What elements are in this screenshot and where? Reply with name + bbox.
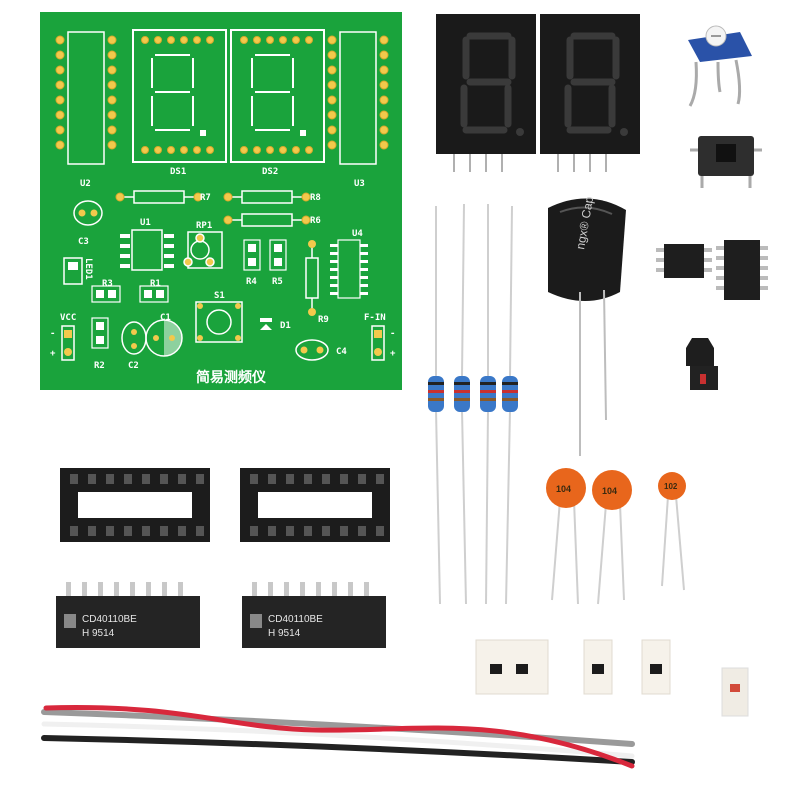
- smd-tape-resistors-3: [641, 639, 671, 695]
- led1-silkscreen: [63, 257, 83, 285]
- label-r3: R3: [102, 279, 113, 289]
- resistor-group: [435, 203, 513, 605]
- tactile-switch: [690, 136, 762, 188]
- label-minus-left: -: [50, 329, 55, 339]
- label-r9: R9: [318, 315, 329, 325]
- label-r2: R2: [94, 361, 105, 371]
- label-c1: C1: [160, 313, 171, 323]
- label-r5: R5: [272, 277, 283, 287]
- pcb-title: 简易测频仪: [196, 369, 267, 386]
- ds2-silkscreen: [230, 29, 325, 163]
- vcc-connector: [61, 325, 75, 361]
- fin-connector: [371, 325, 385, 361]
- dip-ic-2-line1: CD40110BE: [268, 614, 323, 625]
- dip-ic-1-line1: CD40110BE: [82, 614, 137, 625]
- label-vcc: VCC: [60, 313, 76, 323]
- label-c2: C2: [128, 361, 139, 371]
- smd-chip-large: [716, 240, 768, 300]
- resistor-bodies: [428, 376, 518, 412]
- c2-silkscreen: [121, 321, 147, 355]
- wire-bundle: [41, 705, 635, 769]
- label-ds1: DS1: [170, 167, 186, 177]
- ceramic-capacitor-2: 104: [592, 470, 632, 605]
- label-plus-left: +: [50, 349, 56, 359]
- rp1-silkscreen: [183, 231, 223, 269]
- dip-ic-1: CD40110BE H 9514: [56, 582, 200, 648]
- label-r1: R1: [150, 279, 161, 289]
- label-plus-right: +: [390, 349, 396, 359]
- s1-silkscreen: [195, 301, 243, 343]
- smd-chip-small: [656, 244, 712, 278]
- smd-tape-resistors-1: [475, 639, 549, 695]
- ceramic-capacitor-3: 102: [658, 472, 686, 591]
- smd-led-tape: [721, 667, 749, 717]
- label-u3: U3: [354, 179, 365, 189]
- label-r6: R6: [310, 216, 321, 226]
- label-d1: D1: [280, 321, 291, 331]
- label-r8: R8: [310, 193, 321, 203]
- c4-silkscreen: [295, 339, 329, 361]
- smd-transistor: [686, 338, 718, 390]
- ic-socket-1: [60, 468, 210, 542]
- trimmer-potentiometer: [688, 25, 752, 107]
- c3-silkscreen: [73, 200, 103, 226]
- label-u1: U1: [140, 218, 151, 228]
- u4-silkscreen: [330, 239, 368, 299]
- ic-socket-outline-u3: [327, 31, 389, 165]
- ceramic-cap-3-label: 102: [664, 482, 678, 491]
- electrolytic-capacitor: ngx® Cap: [548, 195, 626, 456]
- label-c4: C4: [336, 347, 347, 357]
- pcb-board: U2 U3 DS1 DS2 R7 R8 R6 U1 RP1 U4 C3 LED1…: [40, 12, 402, 390]
- label-s1: S1: [214, 291, 225, 301]
- seven-segment-display-2: [540, 14, 640, 172]
- label-c3: C3: [78, 237, 89, 247]
- label-minus-right: -: [390, 329, 395, 339]
- label-u4: U4: [352, 229, 363, 239]
- ic-socket-outline-u2: [55, 31, 117, 165]
- dip-ic-1-line2: H 9514: [82, 628, 115, 639]
- dip-ic-2: CD40110BE H 9514: [242, 582, 386, 648]
- dip-ic-2-line2: H 9514: [268, 628, 301, 639]
- ceramic-cap-2-label: 104: [602, 486, 617, 496]
- label-r7: R7: [200, 193, 211, 203]
- label-r4: R4: [246, 277, 257, 287]
- ceramic-cap-1-label: 104: [556, 484, 571, 494]
- label-led1: LED1: [83, 258, 93, 280]
- ds1-silkscreen: [132, 29, 227, 163]
- label-fin: F-IN: [364, 313, 386, 323]
- u1-silkscreen: [120, 229, 174, 271]
- seven-segment-display-1: [436, 14, 536, 172]
- label-rp1: RP1: [196, 221, 212, 231]
- label-ds2: DS2: [262, 167, 278, 177]
- label-u2: U2: [80, 179, 91, 189]
- ceramic-capacitor-1: 104: [546, 468, 586, 605]
- ic-socket-2: [240, 468, 390, 542]
- smd-tape-resistors-2: [583, 639, 613, 695]
